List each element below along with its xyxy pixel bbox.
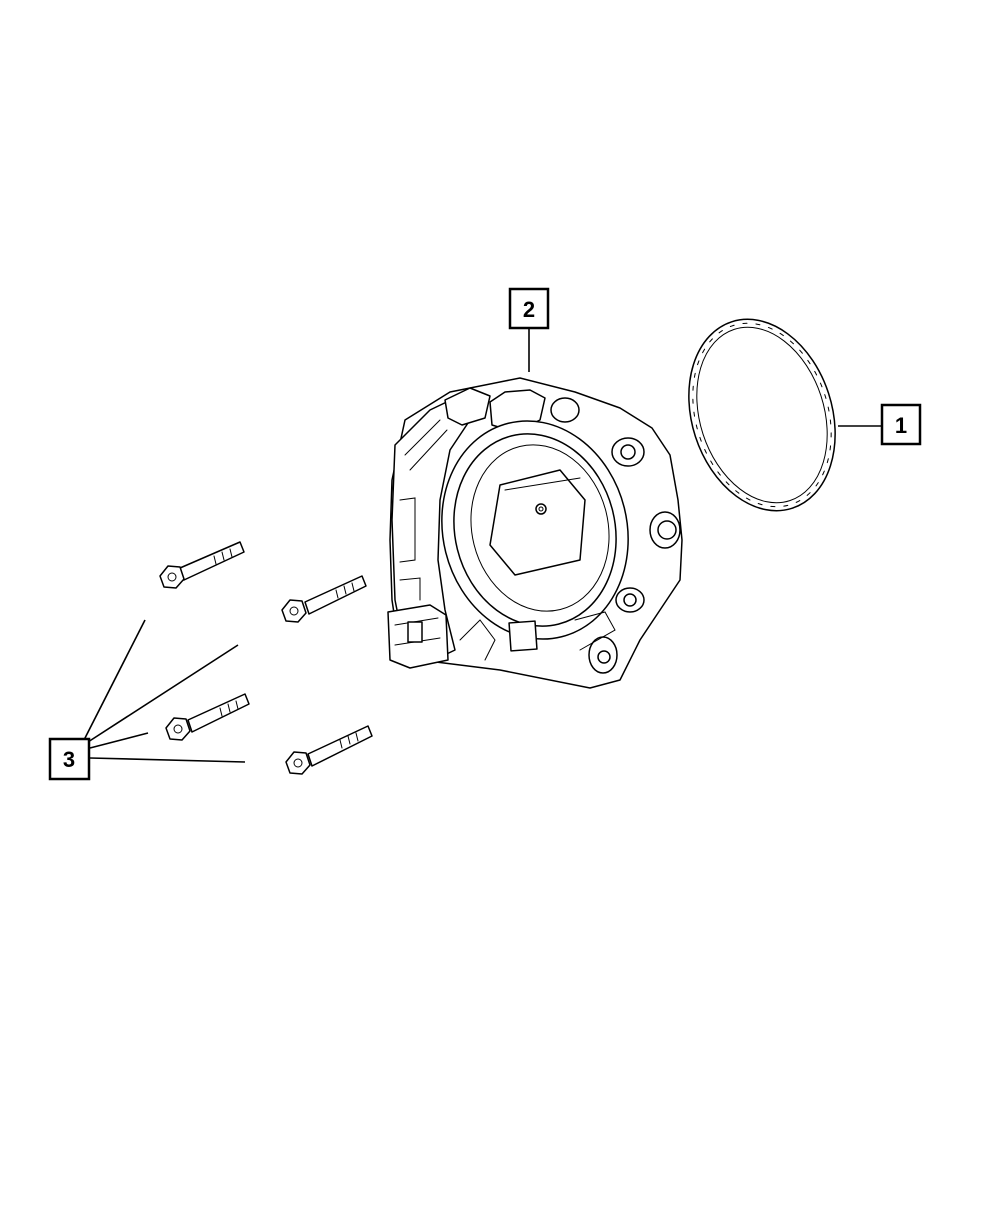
callout-2-label: 2 [523,297,535,322]
callout-1-label: 1 [895,413,907,438]
gasket-ring [688,318,836,512]
callout-2: 2 [508,287,550,330]
callout-3: 3 [48,737,91,781]
leader-lines [83,328,882,763]
callout-3-label: 3 [63,747,75,772]
bolt-2 [281,575,367,623]
throttle-body [387,377,683,689]
bolt-3 [165,693,250,741]
callout-1: 1 [880,403,922,446]
bolt-1 [159,541,245,589]
bolt-4 [285,725,373,775]
